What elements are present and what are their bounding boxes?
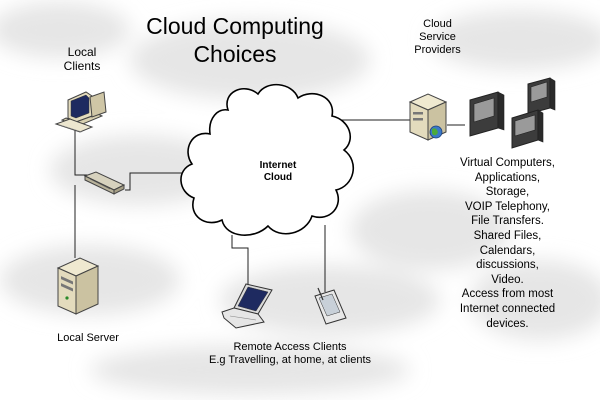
laptop-icon [221, 283, 273, 329]
label-line: Providers [414, 44, 461, 56]
service-item: Applications, [474, 171, 541, 184]
provider-computer-icon [511, 109, 544, 149]
page-title: Cloud Computing Choices [140, 12, 330, 68]
network-switch-icon [83, 171, 126, 195]
label-line: Cloud [263, 172, 293, 183]
label-line: E.g Travelling, at home, at clients [208, 354, 372, 366]
provider-computer-icon [527, 77, 556, 115]
label-line: Remote Access Clients [233, 341, 347, 353]
label-line: Local [67, 45, 97, 59]
service-item: Virtual Computers, [459, 157, 556, 169]
service-item: discussions, [476, 259, 539, 272]
internet-cloud-label: Internet Cloud [243, 160, 313, 184]
title-line: Choices [193, 41, 277, 67]
service-item: File Transfers. [471, 215, 544, 228]
provider-server-icon [408, 93, 448, 141]
remote-clients-label: Remote Access Clients E.g Travelling, at… [190, 341, 390, 367]
server-tower-icon [56, 257, 100, 315]
cloud-icon [180, 83, 355, 236]
label-line: Clients [63, 59, 101, 73]
pda-icon [314, 287, 347, 325]
service-item: Access from most [461, 288, 554, 301]
service-item: Storage, [485, 186, 530, 199]
line-switch-cloud [125, 172, 203, 191]
service-item: devices. [486, 317, 529, 330]
desktop-computer-icon [54, 91, 107, 133]
label-line: Internet [259, 160, 297, 171]
service-item: Shared Files, [473, 229, 542, 242]
service-item: Video. [491, 273, 524, 286]
service-item: Calendars, [479, 244, 536, 257]
connection-lines [74, 119, 465, 292]
service-item: VOIP Telephony, [464, 200, 551, 213]
globe-icon [429, 125, 443, 139]
local-clients-label: Local Clients [52, 45, 112, 73]
label-line: Cloud [423, 18, 452, 30]
provider-computer-icon [469, 91, 505, 137]
providers-label: Cloud Service Providers [400, 18, 475, 57]
services-list: Virtual Computers, Applications, Storage… [440, 156, 575, 331]
service-item: Internet connected [459, 302, 556, 315]
line-cloud-laptop [231, 235, 249, 290]
label-line: Service [419, 31, 456, 43]
local-server-label: Local Server [57, 332, 119, 344]
title-line: Cloud Computing [146, 13, 324, 39]
